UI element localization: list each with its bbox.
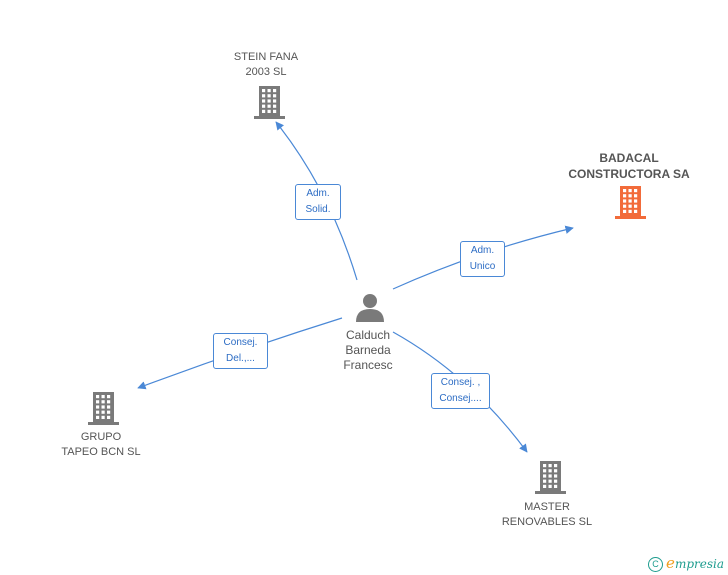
person-icon[interactable] xyxy=(356,294,384,322)
role-badge-badacal[interactable]: Adm. Unico xyxy=(460,241,505,277)
company-name-line: MASTER xyxy=(524,501,570,513)
role-badge-tapeo[interactable]: Consej. Del.,... xyxy=(213,333,268,369)
company-name-line: TAPEO BCN SL xyxy=(61,446,141,458)
role-line: Consej.... xyxy=(439,393,482,404)
building-icon[interactable] xyxy=(88,392,119,425)
role-line: Consej. xyxy=(223,337,258,348)
building-icon[interactable] xyxy=(615,186,646,219)
company-label-stein[interactable]: STEIN FANA 2003 SL xyxy=(186,50,346,80)
role-badge-stein[interactable]: Adm. Solid. xyxy=(295,184,341,220)
person-label[interactable]: Calduch Barneda Francesc xyxy=(288,328,448,373)
building-icon[interactable] xyxy=(535,461,566,494)
person-name-line: Barneda xyxy=(345,343,391,357)
copyright-icon: C xyxy=(648,557,664,572)
company-name-line: 2003 SL xyxy=(245,66,287,78)
role-line: Adm. xyxy=(306,188,330,199)
company-label-badacal[interactable]: BADACAL CONSTRUCTORA SA xyxy=(549,150,709,182)
role-line: Solid. xyxy=(305,204,331,215)
company-name-line: RENOVABLES SL xyxy=(501,516,593,528)
building-icon[interactable] xyxy=(254,86,285,119)
role-line: Adm. xyxy=(470,245,495,256)
role-badge-master[interactable]: Consej. , Consej.... xyxy=(431,373,490,409)
person-name-line: Calduch xyxy=(345,328,391,342)
company-name-line: STEIN FANA xyxy=(233,51,299,63)
company-name-line: CONSTRUCTORA SA xyxy=(568,167,690,181)
company-label-master[interactable]: MASTER RENOVABLES SL xyxy=(467,500,627,530)
brand-logo-initial: e xyxy=(666,553,675,572)
role-line: Del.,... xyxy=(226,353,255,364)
company-name-line: GRUPO xyxy=(80,431,122,443)
company-label-tapeo[interactable]: GRUPO TAPEO BCN SL xyxy=(21,430,181,460)
brand-logo-text: mpresia xyxy=(674,556,724,571)
company-name-line: BADACAL xyxy=(599,151,659,165)
role-line: Consej. , xyxy=(440,377,481,388)
person-name-line: Francesc xyxy=(343,358,393,372)
role-line: Unico xyxy=(469,261,496,272)
